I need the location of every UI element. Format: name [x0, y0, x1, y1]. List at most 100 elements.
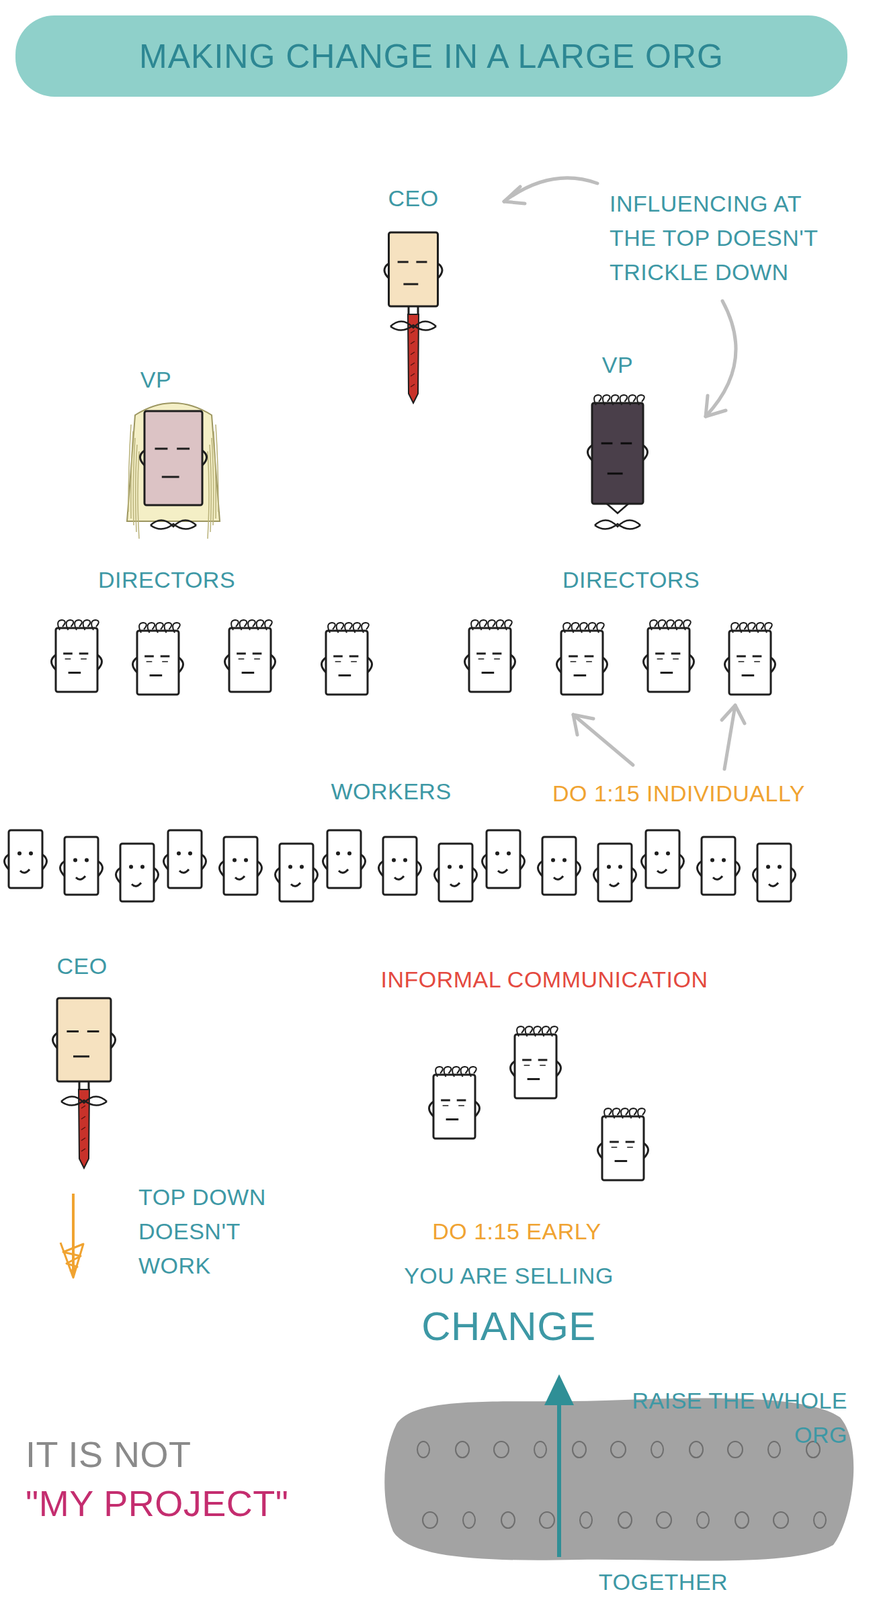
mouth [20, 869, 30, 873]
director-figure [725, 622, 776, 695]
eye [347, 851, 352, 856]
head [64, 837, 99, 896]
mouth [394, 876, 404, 880]
member-circle [572, 1442, 586, 1459]
worker-figure [379, 837, 422, 896]
title: MAKING CHANGE IN A LARGE ORG [15, 15, 848, 97]
collar [606, 504, 629, 514]
ceo-figure [53, 998, 116, 1082]
eye [236, 653, 262, 656]
mouth [403, 283, 418, 286]
worker-figure [434, 844, 478, 902]
worker-figure [60, 837, 103, 896]
mouth [614, 1160, 628, 1163]
head [327, 830, 361, 889]
head [223, 837, 258, 896]
worker-figure [594, 844, 637, 902]
eye-line [570, 661, 593, 663]
eye [28, 851, 33, 856]
head [645, 830, 680, 889]
eye [522, 1059, 548, 1062]
member-circle [735, 1512, 749, 1529]
mouth [741, 674, 755, 677]
hair [604, 1108, 646, 1119]
hair [594, 395, 645, 406]
member-circle [417, 1442, 430, 1459]
eye [391, 858, 396, 863]
head [729, 631, 771, 695]
eye [710, 858, 715, 863]
member-circle [493, 1442, 509, 1459]
mouth [527, 1078, 541, 1081]
member-circle [610, 1442, 626, 1459]
mouth [68, 672, 82, 675]
heading: INFORMAL COMMUNICATION [381, 963, 709, 998]
statement: "MY PROJECT" [25, 1477, 289, 1532]
eye [84, 858, 89, 863]
eye-line [146, 661, 169, 663]
tip: DO 1:15 INDIVIDUALLY [552, 776, 806, 812]
worker-figure [482, 830, 525, 889]
member-circle [539, 1512, 555, 1529]
hair [471, 620, 513, 631]
eye [333, 655, 359, 658]
mouth [446, 1118, 459, 1121]
eye [176, 851, 181, 856]
mouth [768, 883, 779, 887]
eye [440, 1100, 466, 1103]
vp-figure [127, 403, 220, 539]
tip: DO 1:15 EARLY [432, 1215, 602, 1250]
eye-line [478, 658, 500, 660]
member-circle [501, 1512, 515, 1529]
eye-line [738, 661, 761, 663]
mouth [450, 883, 460, 887]
mouth [497, 869, 508, 873]
head [469, 628, 511, 693]
member-circle [813, 1512, 826, 1529]
mouth [290, 883, 301, 887]
eye [777, 864, 782, 869]
down-arrow [71, 1194, 75, 1276]
hair [231, 620, 273, 631]
eye [601, 442, 633, 445]
eye [665, 851, 671, 856]
member-circle [689, 1442, 703, 1459]
eye [721, 858, 726, 863]
eye-line [335, 661, 357, 663]
member-circle [696, 1512, 709, 1529]
eye [232, 858, 237, 863]
director-figure [321, 622, 373, 695]
eye [144, 655, 170, 658]
eye [458, 864, 464, 869]
head [137, 631, 179, 695]
role-label: VP [602, 348, 634, 383]
head [514, 1034, 557, 1099]
suit [61, 1081, 107, 1169]
role-label: VP [140, 362, 172, 398]
eye-line [657, 658, 679, 660]
arrow-head [504, 186, 525, 204]
eye-line [611, 1147, 634, 1149]
head [144, 411, 203, 506]
mouth [338, 674, 352, 677]
hair [563, 622, 605, 634]
role-label: CEO [387, 181, 439, 216]
worker-figure [4, 830, 48, 889]
head [168, 830, 202, 889]
eye [140, 864, 145, 869]
mouth [657, 869, 667, 873]
head [647, 628, 690, 693]
member-circle [651, 1442, 664, 1459]
tie-pattern [410, 330, 415, 388]
director-figure [51, 620, 103, 693]
hair [435, 1067, 477, 1078]
head [383, 837, 417, 896]
director-figure [133, 622, 184, 695]
eye [447, 864, 452, 869]
eye [299, 864, 304, 869]
hair [731, 622, 773, 634]
eye [618, 864, 623, 869]
head [438, 844, 473, 902]
eye [551, 858, 556, 863]
mouth [660, 672, 674, 675]
